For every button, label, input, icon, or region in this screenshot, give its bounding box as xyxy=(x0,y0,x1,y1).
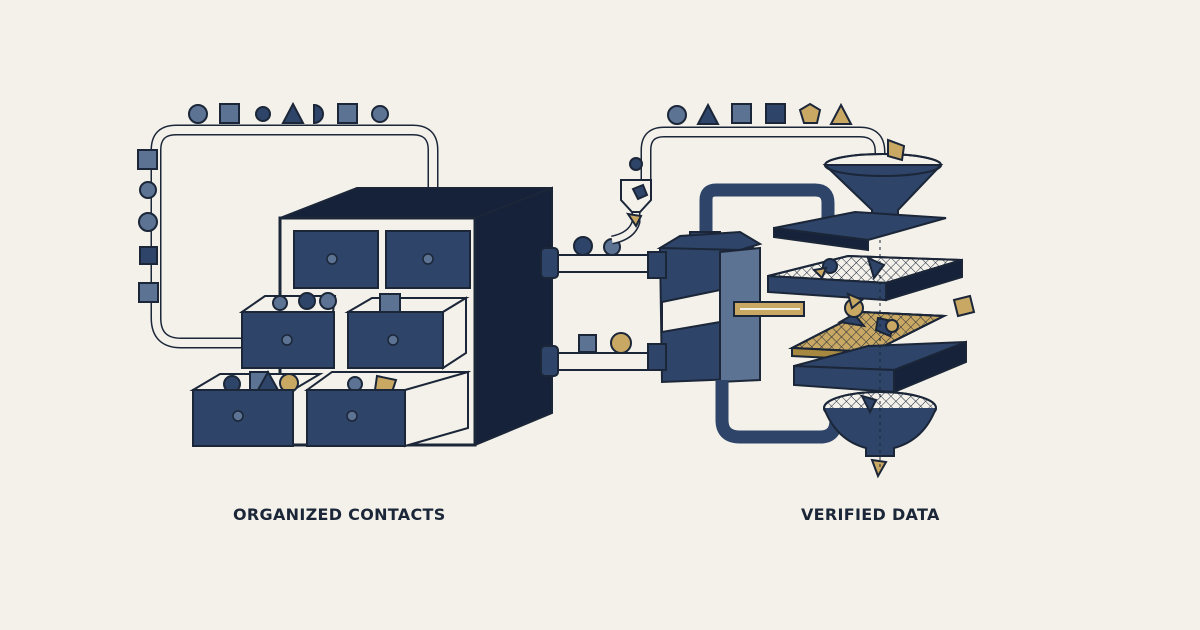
left-feedback-loop xyxy=(150,124,439,349)
open-drawer xyxy=(189,369,324,447)
sieve-stack xyxy=(767,210,976,479)
left-shape-column xyxy=(137,149,159,303)
square-icon xyxy=(139,246,158,265)
drawer-knob xyxy=(422,253,434,265)
circle-icon xyxy=(139,181,157,199)
circle-icon xyxy=(255,106,271,122)
caption-verified-data: VERIFIED DATA xyxy=(801,505,940,524)
triangle-icon xyxy=(696,102,720,125)
square-icon xyxy=(219,103,240,124)
open-drawer xyxy=(344,293,470,370)
drawer-knob xyxy=(326,253,338,265)
pentagon-icon xyxy=(798,102,822,124)
top-shape-row-right xyxy=(667,102,853,125)
circle-icon xyxy=(667,105,687,125)
circle-icon xyxy=(138,212,158,232)
funnel xyxy=(822,138,944,229)
square-icon xyxy=(137,149,158,170)
caption-organized-contacts: ORGANIZED CONTACTS xyxy=(233,505,446,524)
intake-hopper xyxy=(620,157,652,228)
open-drawer xyxy=(303,370,472,448)
top-shape-row-left xyxy=(188,101,389,125)
transfer-pipes xyxy=(540,236,658,377)
triangle-icon xyxy=(281,101,305,124)
processing-machine xyxy=(647,183,843,444)
square-icon xyxy=(337,103,358,124)
square-icon xyxy=(765,103,786,124)
square-icon xyxy=(731,103,752,124)
triangle-icon xyxy=(829,102,853,125)
open-drawer xyxy=(238,292,337,369)
circle-icon xyxy=(188,104,208,124)
square-icon xyxy=(138,282,159,303)
half-circle-icon xyxy=(313,103,324,125)
circle-icon xyxy=(371,105,389,123)
